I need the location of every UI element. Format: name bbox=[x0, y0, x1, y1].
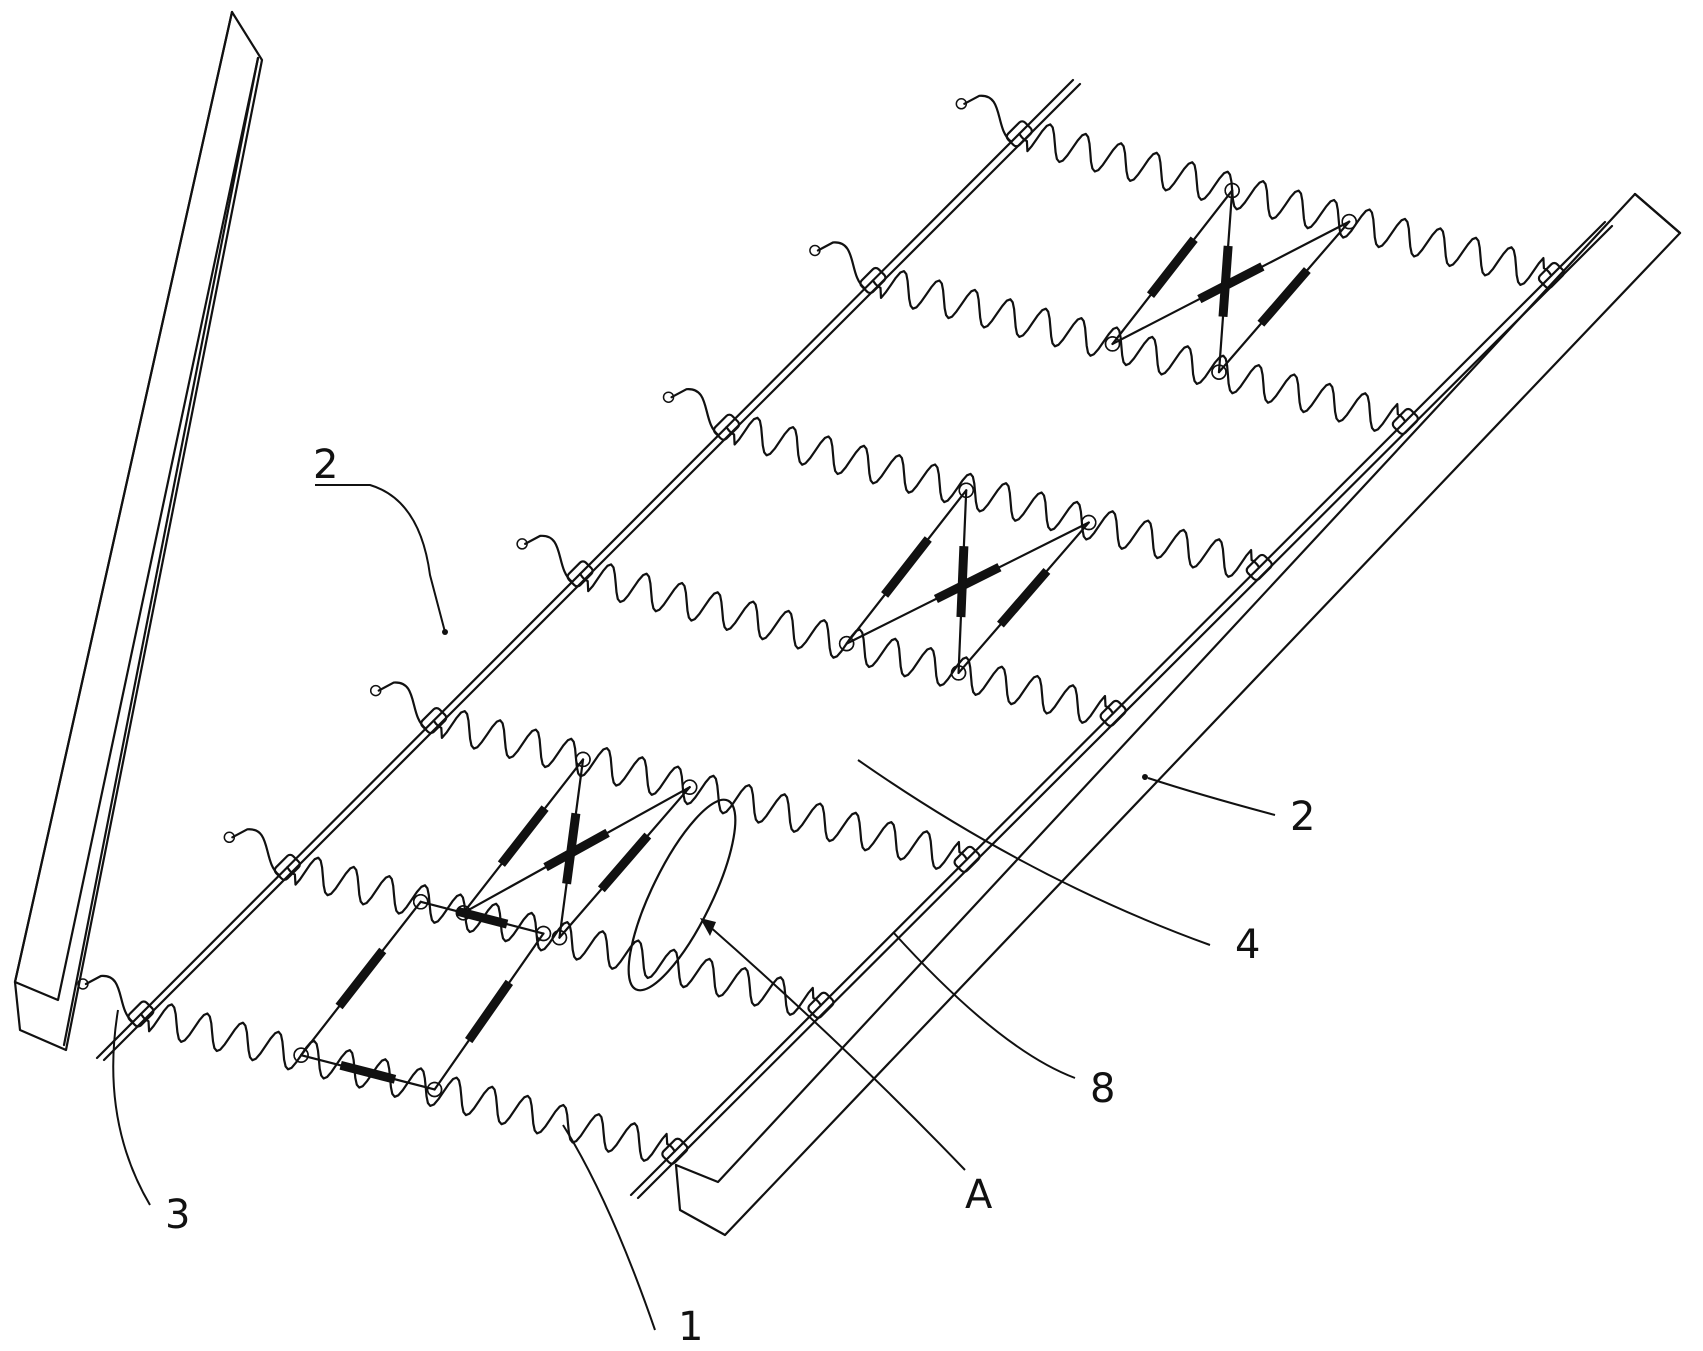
connector-eye bbox=[293, 1047, 309, 1063]
label-3: 3 bbox=[165, 1192, 190, 1238]
connector-eye bbox=[1224, 182, 1240, 199]
label-2-right: 2 bbox=[1290, 794, 1315, 840]
tension-spring bbox=[335, 947, 387, 1010]
connector-eye bbox=[1104, 336, 1121, 352]
connector-eye bbox=[412, 894, 429, 910]
tension-spring bbox=[597, 832, 652, 893]
tension-spring bbox=[1218, 245, 1233, 318]
tension-spring bbox=[1257, 267, 1311, 327]
connector-eye bbox=[426, 1081, 443, 1098]
label-2-left: 2 bbox=[313, 442, 338, 488]
leader-A-arrow bbox=[700, 918, 716, 936]
tension-spring bbox=[562, 812, 581, 885]
hook-end bbox=[809, 244, 821, 257]
tension-spring bbox=[464, 979, 514, 1044]
tension-spring bbox=[1146, 236, 1198, 298]
tension-spring bbox=[997, 567, 1051, 628]
tension-connectors bbox=[293, 182, 1357, 1098]
connector-eye bbox=[551, 929, 568, 946]
rail-hook bbox=[84, 974, 135, 1024]
label-8: 8 bbox=[1090, 1066, 1115, 1112]
leader-2-right bbox=[1147, 777, 1276, 816]
connector-eye bbox=[1211, 364, 1227, 380]
connector-eye bbox=[1081, 514, 1097, 531]
rod-clip bbox=[953, 845, 981, 873]
connector-eye bbox=[575, 751, 591, 768]
rail-hook bbox=[670, 388, 720, 437]
rod-clip bbox=[661, 1137, 689, 1165]
hook-end bbox=[955, 98, 968, 110]
tension-spring bbox=[933, 563, 1002, 603]
tension-spring bbox=[956, 545, 969, 618]
leader-A bbox=[707, 924, 966, 1171]
rail-hook bbox=[524, 534, 574, 583]
leader-1 bbox=[562, 1124, 656, 1331]
rail-hook bbox=[231, 828, 281, 877]
left-rod bbox=[95, 78, 1082, 1062]
leader-2-left bbox=[315, 484, 446, 633]
hook-end bbox=[223, 831, 236, 844]
leader-2-right-dot bbox=[1142, 774, 1148, 780]
connector-eye bbox=[681, 779, 698, 795]
hook-end bbox=[77, 978, 89, 990]
connector-eye bbox=[535, 925, 552, 942]
rail-hook bbox=[963, 94, 1013, 143]
zigzag-spring bbox=[725, 416, 1261, 578]
connector-eye bbox=[838, 635, 855, 652]
tension-spring bbox=[497, 805, 549, 867]
connector-eye bbox=[1341, 213, 1357, 230]
leader-8 bbox=[892, 931, 1076, 1079]
hook-end bbox=[369, 684, 382, 697]
label-A: A bbox=[965, 1172, 993, 1218]
rod-clip bbox=[1245, 553, 1273, 582]
leader-2-left-dot bbox=[442, 629, 448, 635]
tension-spring bbox=[339, 1060, 397, 1084]
right-rod bbox=[629, 220, 1614, 1200]
connector-eye bbox=[958, 482, 974, 499]
label-4: 4 bbox=[1235, 922, 1260, 968]
zigzag-springs bbox=[139, 123, 1553, 1162]
hook-end bbox=[662, 391, 675, 403]
detail-a-ellipse bbox=[627, 798, 737, 992]
rail-hook bbox=[816, 241, 867, 290]
rod-clip bbox=[1537, 261, 1566, 290]
zigzag-spring bbox=[286, 856, 822, 1016]
hook-end bbox=[516, 538, 528, 550]
right-rail bbox=[674, 192, 1682, 1237]
label-1: 1 bbox=[678, 1304, 703, 1350]
tension-spring bbox=[881, 536, 932, 598]
rail-hook bbox=[377, 681, 427, 730]
leader-3 bbox=[112, 1009, 151, 1206]
zigzag-spring bbox=[1018, 123, 1553, 286]
left-rail bbox=[13, 10, 264, 1052]
tension-spring bbox=[455, 906, 509, 929]
rod-clip bbox=[1391, 407, 1419, 436]
connector-eye bbox=[950, 665, 967, 681]
rod-clip bbox=[1099, 699, 1127, 727]
zigzag-spring bbox=[432, 710, 969, 870]
leader-4 bbox=[857, 759, 1211, 946]
rod-clip bbox=[807, 991, 835, 1019]
zigzag-spring bbox=[871, 270, 1407, 432]
rail-hooks bbox=[77, 94, 1013, 1024]
